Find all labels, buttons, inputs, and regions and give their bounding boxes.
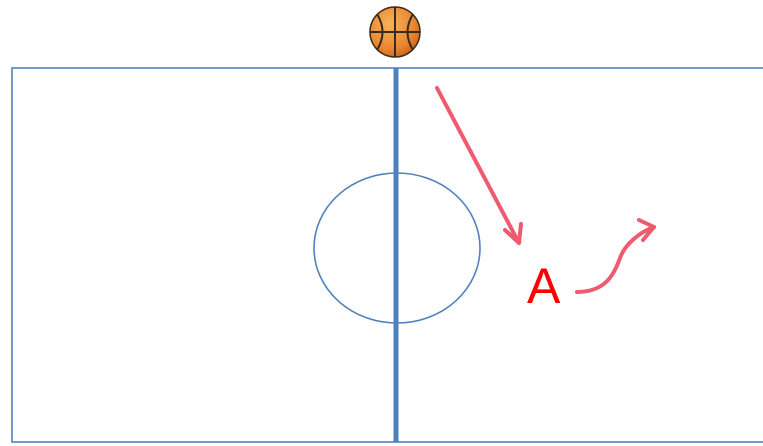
basketball-icon	[369, 6, 421, 58]
court-boundary	[11, 67, 763, 443]
player-label: A	[527, 258, 561, 314]
cut-arrow	[575, 218, 656, 294]
center-circle	[313, 172, 481, 324]
pass-arrow	[435, 86, 523, 245]
